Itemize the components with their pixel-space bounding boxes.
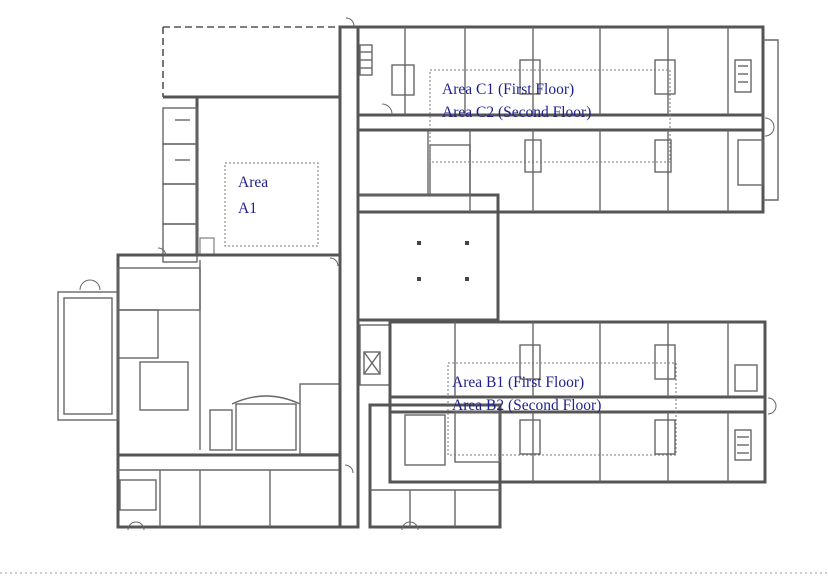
door-swings: [79, 17, 777, 531]
area-b1-label: Area B1 (First Floor): [452, 374, 584, 391]
area-b2-label: Area B2 (Second Floor): [452, 397, 601, 414]
column-dots: [417, 241, 469, 281]
south-wing: [388, 320, 767, 484]
courtyard-outline: [162, 26, 342, 99]
area-a1-label-line2: A1: [238, 200, 257, 217]
west-wing: [57, 253, 342, 457]
north-wing: [356, 25, 779, 214]
area-b-zone: [447, 362, 677, 456]
south-west-rooms: [116, 453, 342, 529]
area-c2-label: Area C2 (Second Floor): [442, 104, 591, 121]
area-a1-label-line1: Area: [238, 174, 268, 191]
area-c-zone: [429, 69, 671, 163]
area-c1-label: Area C1 (First Floor): [442, 81, 574, 98]
